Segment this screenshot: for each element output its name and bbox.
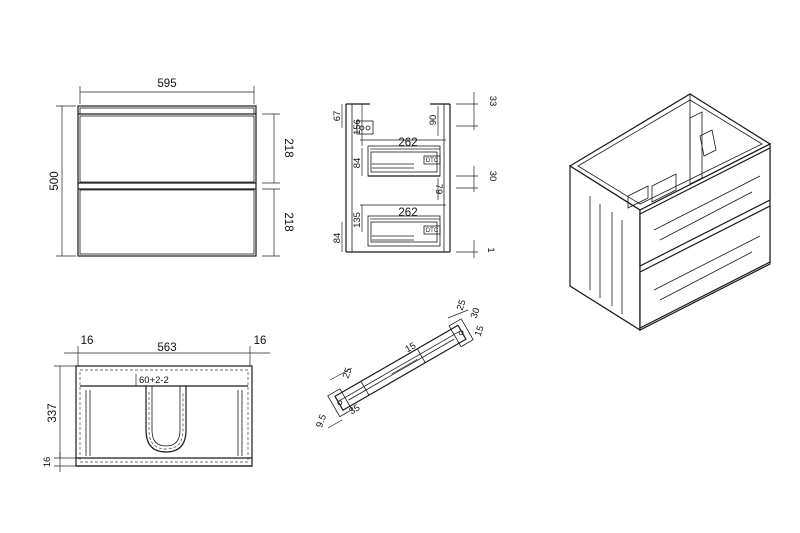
- plan-base-label: 16: [42, 457, 53, 468]
- rail-dim-a: 25: [455, 298, 469, 312]
- lower-brand-label: DTC: [426, 228, 439, 234]
- iso-drawer-top: [639, 147, 771, 267]
- plan-cabinet: [75, 365, 253, 467]
- plan-view: 16 563 16 60+2-2 337 16: [42, 335, 270, 472]
- rail-dim-e: 25: [341, 366, 355, 380]
- rail-dim-c: 15: [473, 324, 487, 338]
- plan-inner-width-label: 563: [157, 342, 176, 354]
- upper-brand-label: DTC: [426, 158, 439, 164]
- front-cabinet: [77, 105, 257, 257]
- front-height-label: 500: [49, 171, 61, 190]
- side-right-top-label: 33: [487, 96, 498, 107]
- plan-cutout-label: 60+2-2: [139, 375, 169, 386]
- side-top-offset-label: 67: [332, 111, 343, 122]
- iso-drawer-bottom: [639, 205, 771, 329]
- front-drawer-bottom-label: 218: [282, 212, 294, 231]
- side-upper-depth-label: 262: [398, 137, 417, 149]
- side-lower-gap-label: 135: [352, 212, 363, 228]
- rail-dim-f: 9.5: [314, 413, 329, 429]
- slide-rail: 25 30 15 15 25 9.5 35: [314, 298, 486, 429]
- rail-dim-g: 35: [347, 402, 362, 417]
- plan-u-cutout: [145, 386, 187, 453]
- rail-dim-b: 30: [469, 306, 483, 320]
- isometric-view: [568, 93, 772, 332]
- front-drawer-bottom: [79, 189, 255, 255]
- rail-dim-d: 15: [403, 340, 418, 355]
- plan-right-margin-label: 16: [254, 335, 267, 347]
- side-right-mid-gap-label: 30: [487, 171, 498, 182]
- side-view: DTC DTC 67 156 84 135 84 262 262 90 79: [332, 92, 498, 258]
- front-drawer-top: [79, 115, 255, 183]
- plan-left-margin-label: 16: [81, 335, 94, 347]
- side-right-bottom-label: 1: [485, 247, 496, 252]
- side-right-mid-label: 79: [433, 184, 444, 195]
- side-lower-height-label: 84: [332, 233, 343, 244]
- plan-depth-label: 337: [47, 403, 59, 422]
- side-upper-height-label: 84: [352, 158, 363, 169]
- side-upper-gap-label: 156: [352, 119, 363, 135]
- tap-detail: [356, 120, 374, 135]
- front-width-label: 595: [157, 78, 176, 90]
- front-drawer-top-label: 218: [282, 138, 294, 157]
- front-view: 595 500 218 218: [49, 78, 294, 257]
- side-right-upper-label: 90: [428, 115, 439, 126]
- rail-body: [334, 324, 467, 412]
- side-lower-depth-label: 262: [398, 207, 417, 219]
